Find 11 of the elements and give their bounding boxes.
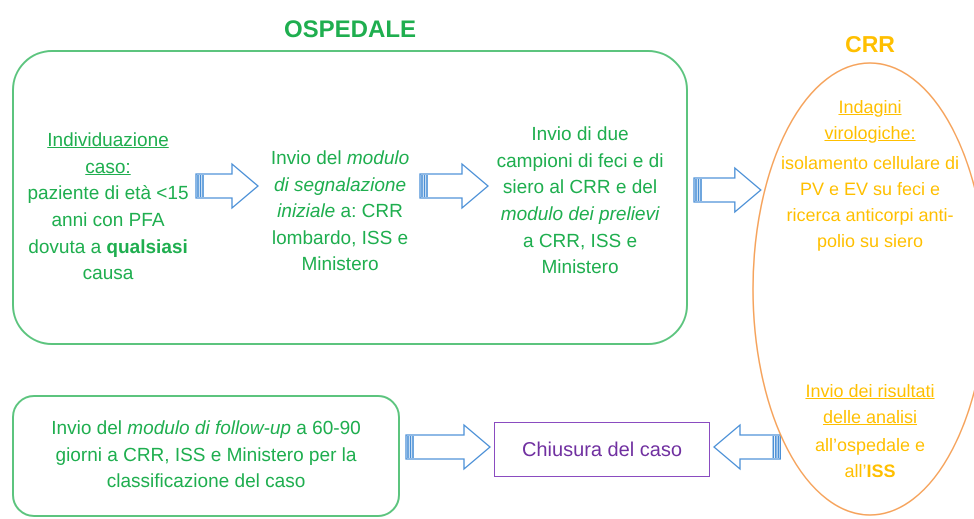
step-text: Invio di due campioni di feci e di siero al CRR e del modulo dei prelievi a CRR, ISS e Ministero [496, 123, 664, 280]
lab-title: CRR [844, 30, 896, 59]
step-text: paziente di età <15 anni con PFA dovuta a qualsiasi causa [26, 182, 190, 286]
step-text: Invio del modulo di segnalazione iniziale a: CRR lombardo, ISS e Ministero [270, 147, 410, 278]
panel-title: OSPEDALE [282, 15, 418, 45]
lab-text: isolamento cellulare di PV e EV su feci e ricerca anticorpi anti-polio su siero [780, 152, 960, 254]
followup-box: Invio del modulo di follow-up a 60-90 giorni a CRR, ISS e Ministero per la classificazione del caso [12, 395, 400, 517]
lab-text: all’ospedale e all’ISS [814, 434, 926, 484]
end-box: Chiusura del caso [494, 422, 710, 477]
lab-heading: Indagini virologiche: [823, 96, 917, 146]
step-heading: Individuazione caso: [46, 129, 170, 180]
